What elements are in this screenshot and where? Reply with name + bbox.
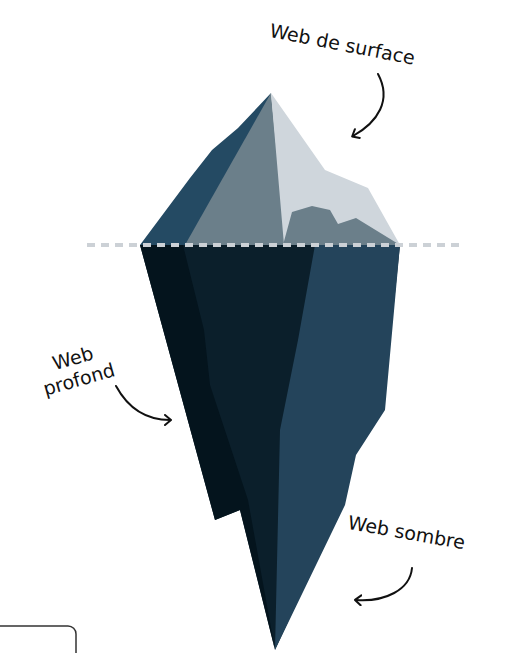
leader-arrow [356,568,412,600]
callout-label: Web sombre [346,512,509,563]
iceberg-tip-light [271,93,400,245]
iceberg-underwater-left [140,245,275,650]
iceberg-tip-mid [185,93,286,245]
callout-label: Web de surface [268,20,478,82]
callout-label: Web profond [22,334,130,404]
iceberg-underwater [140,245,400,650]
cropped-box [0,626,76,653]
iceberg-tip-shade [283,206,400,245]
waterline [87,243,460,247]
leader-arrow [116,386,170,420]
leader-arrow [353,74,384,136]
iceberg-underwater-right [275,245,400,650]
